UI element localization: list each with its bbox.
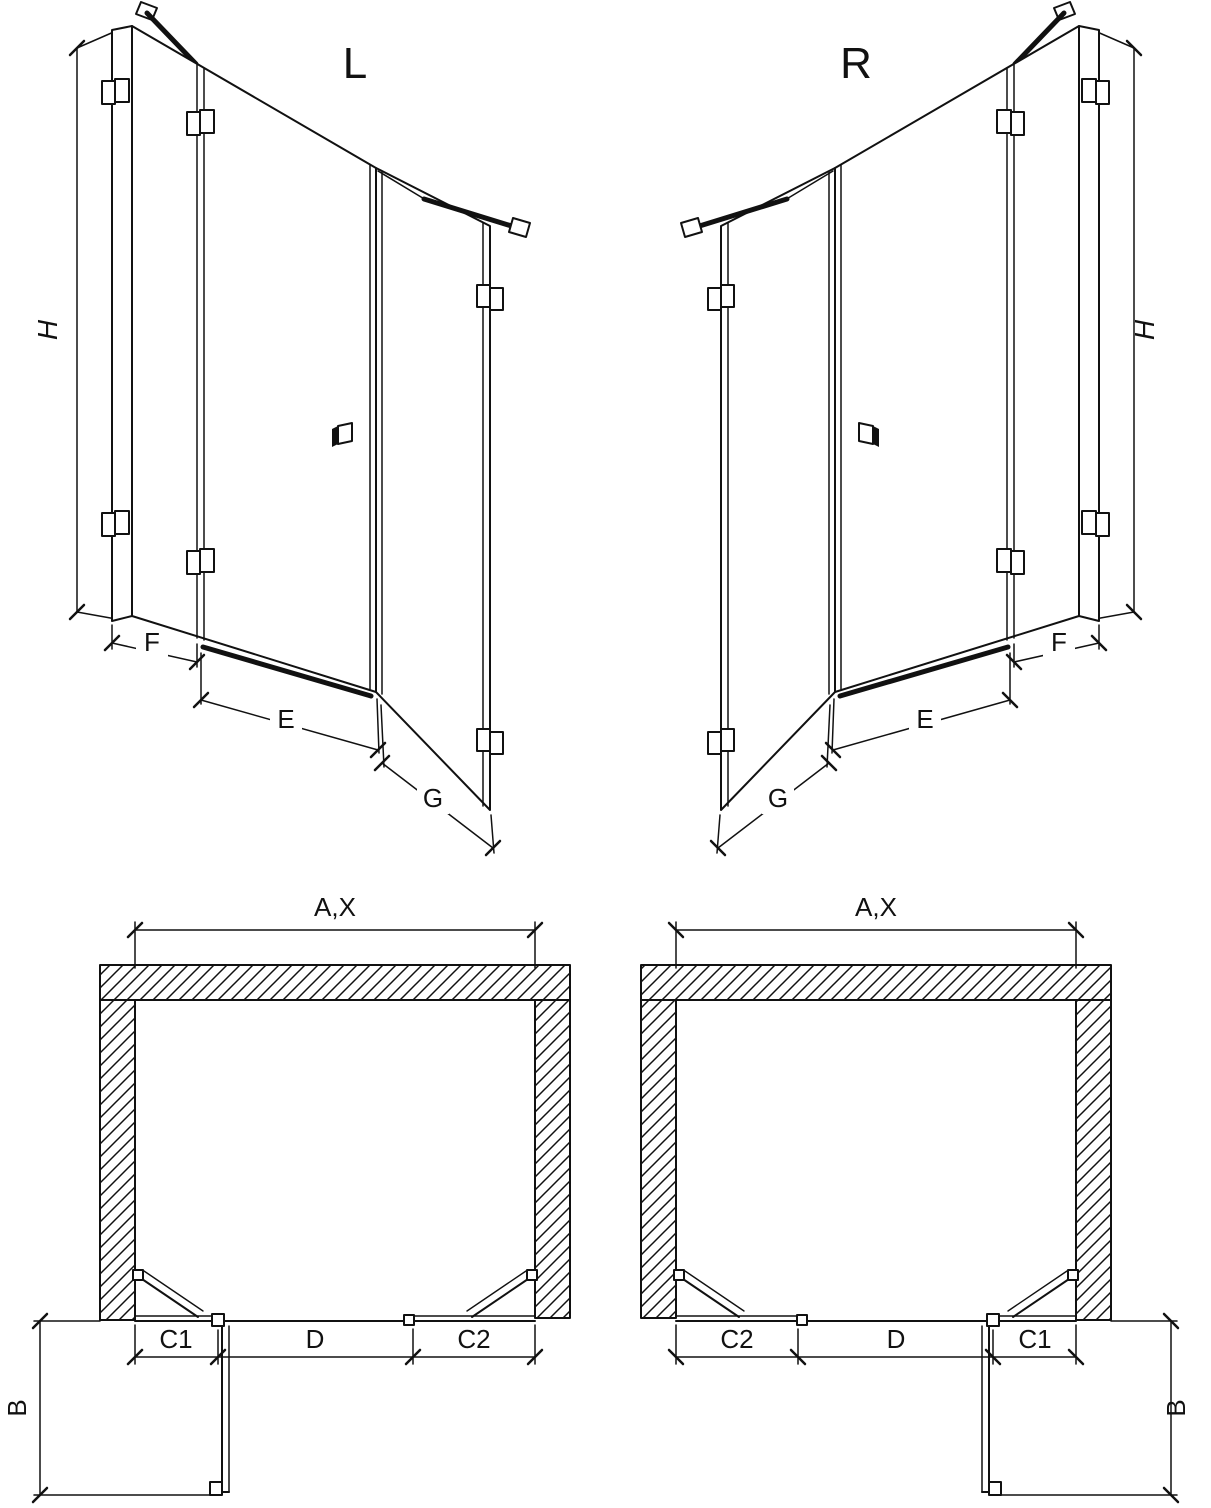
dim-label-return-right: G <box>768 783 788 813</box>
dim-label-width-right: A,X <box>855 892 897 922</box>
dimension-label-background <box>909 706 941 735</box>
dim-label-d-right: D <box>887 1324 906 1354</box>
view-title-left: L <box>343 39 367 88</box>
dim-label-d-left: D <box>306 1324 325 1354</box>
dim-label-width-left: A,X <box>314 892 356 922</box>
dim-label-return-left: G <box>423 783 443 813</box>
dim-label-fixed-right: F <box>1051 627 1067 657</box>
dim-label-height-right: H <box>1129 319 1160 340</box>
dimension-label-background <box>270 706 302 735</box>
plan-drawing-left <box>31 920 572 1504</box>
dim-label-c1-left: C1 <box>159 1324 192 1354</box>
dim-label-fixed-left: F <box>144 627 160 657</box>
dimension-label-background <box>1043 630 1075 657</box>
dim-label-c1-right: C1 <box>1018 1324 1051 1354</box>
dim-label-door-left: E <box>277 704 294 734</box>
plan-view-right: A,X C2 D C1 B <box>639 892 1191 1504</box>
dim-label-height-left: H <box>32 319 63 340</box>
dim-label-c2-left: C2 <box>457 1324 490 1354</box>
dimension-label-background <box>417 785 449 814</box>
dim-label-door-right: E <box>916 704 933 734</box>
dim-label-depth-left: B <box>2 1399 32 1416</box>
perspective-view-left: L H F E G <box>32 2 530 855</box>
dim-label-c2-right: C2 <box>720 1324 753 1354</box>
view-title-right: R <box>840 39 872 88</box>
perspective-view-right: R H F E G <box>681 2 1160 855</box>
plan-drawing-right <box>639 920 1180 1504</box>
dimension-label-background <box>136 630 168 657</box>
dim-label-depth-right: B <box>1161 1399 1191 1416</box>
plan-view-left: A,X C1 D C2 B <box>2 892 572 1504</box>
dimension-label-background <box>762 785 794 814</box>
